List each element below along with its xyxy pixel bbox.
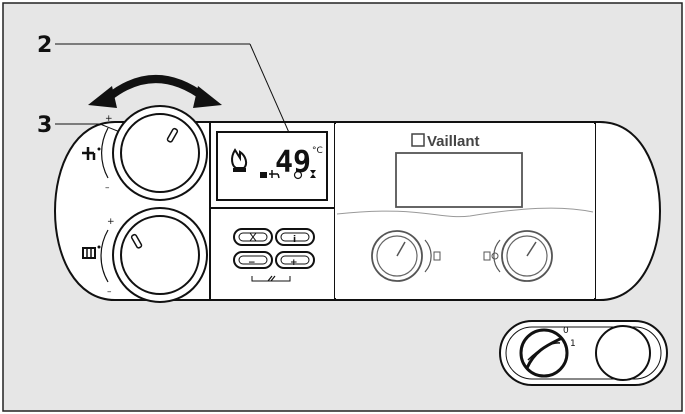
- main-switch-on-label: 1: [570, 339, 576, 349]
- heating-scale-arc: [100, 229, 109, 283]
- left-dial-scale-arc: [424, 239, 432, 273]
- left-dial[interactable]: [371, 230, 423, 282]
- arrow-head-right-icon: [193, 86, 222, 108]
- hot-water-scale-arc: [101, 127, 109, 179]
- flame-icon: [231, 148, 248, 169]
- blank-port: [595, 325, 651, 381]
- radiator-icon: [82, 245, 101, 259]
- callout-3: 3: [37, 113, 52, 138]
- lcd-tap-icon: [269, 170, 280, 179]
- right-dial-sensor-icon: [491, 252, 499, 260]
- lcd-temperature: 49: [275, 145, 311, 180]
- tap-icon: [82, 147, 101, 160]
- plus-button-label: +: [290, 258, 298, 268]
- info-screen-window: [395, 152, 523, 208]
- right-dial[interactable]: [501, 230, 553, 282]
- lcd-unit: °C: [312, 146, 323, 156]
- panel-contour-line: [336, 207, 594, 218]
- plus-button[interactable]: +: [275, 251, 315, 269]
- minus-button-label: −: [248, 258, 256, 268]
- hourglass-icon: [249, 232, 257, 242]
- right-dial-mode-icon: [483, 251, 491, 261]
- service-wrench-icon: [267, 275, 276, 282]
- hot-water-temperature-knob[interactable]: [112, 105, 208, 201]
- hot-water-minus-mark: –: [105, 183, 110, 193]
- info-button-label: i: [293, 235, 296, 245]
- lcd-clock-icon: [293, 170, 303, 180]
- vaillant-hare-icon: [411, 133, 425, 147]
- heating-minus-mark: –: [107, 287, 112, 297]
- lcd-radiator-icon: [260, 172, 267, 178]
- hot-water-plus-mark: +: [105, 114, 113, 124]
- vaillant-logo: Vaillant: [411, 133, 480, 150]
- minus-button[interactable]: −: [233, 251, 273, 269]
- callout-2: 2: [37, 33, 52, 58]
- lcd-display: 49 °C: [216, 131, 328, 201]
- info-button[interactable]: i: [275, 228, 315, 246]
- right-dial-scale-arc: [493, 239, 501, 273]
- heating-plus-mark: +: [107, 217, 115, 227]
- left-dial-mode-icon: [433, 251, 441, 261]
- lcd-hourglass-icon: [310, 170, 316, 178]
- brand-name: Vaillant: [427, 133, 480, 150]
- rotate-arrow: [105, 75, 208, 102]
- main-switch-off-label: 0: [563, 326, 569, 336]
- arrow-head-left-icon: [88, 86, 117, 108]
- main-power-switch[interactable]: [519, 328, 569, 378]
- heating-temperature-knob[interactable]: [112, 207, 208, 303]
- mode-button[interactable]: [233, 228, 273, 246]
- flame-base-icon: [233, 168, 246, 172]
